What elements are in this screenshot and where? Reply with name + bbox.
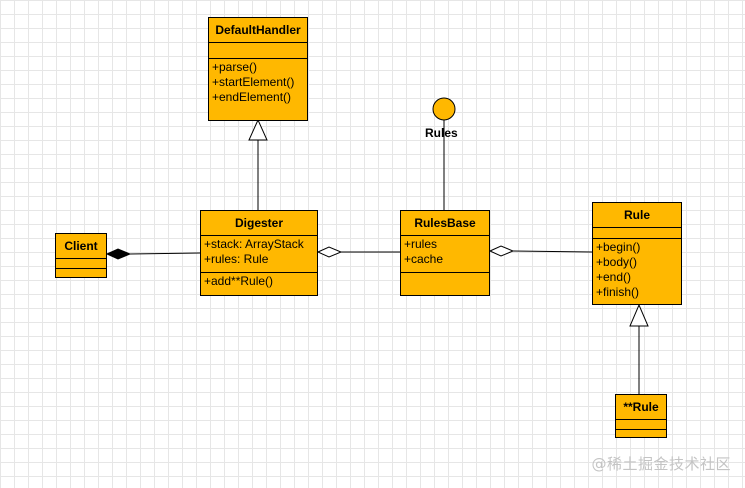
attributes-section <box>593 227 681 238</box>
methods-section <box>401 272 489 295</box>
class-name: **Rule <box>623 400 659 414</box>
attributes-section <box>56 258 106 268</box>
class-rulesbase[interactable]: RulesBase +rules +cache <box>400 210 490 296</box>
methods-section: +parse() +startElement() +endElement() <box>209 58 307 106</box>
class-client[interactable]: Client <box>55 233 107 278</box>
attribute: +rules: Rule <box>204 252 269 266</box>
method: +startElement() <box>212 75 295 89</box>
method: +parse() <box>212 60 258 74</box>
method: +add**Rule() <box>204 274 274 288</box>
attribute: +cache <box>404 252 444 266</box>
class-name: Client <box>64 239 98 253</box>
interface-label-rules: Rules <box>425 126 458 140</box>
methods-section: +begin() +body() +end() +finish() <box>593 238 681 301</box>
class-name: Digester <box>234 216 284 230</box>
starrule-generalization-arrow <box>629 303 649 327</box>
client-composition-diamond <box>105 248 132 260</box>
class-defaulthandler[interactable]: DefaultHandler +parse() +startElement() … <box>208 17 308 121</box>
method: +begin() <box>596 240 641 254</box>
class-name: Rule <box>623 208 650 222</box>
attributes-section: +rules +cache <box>401 235 489 272</box>
method: +endElement() <box>212 90 292 104</box>
watermark-text: @稀土掘金技术社区 <box>591 455 731 473</box>
digester-generalization-arrow <box>248 118 268 141</box>
attributes-section <box>616 419 666 429</box>
attributes-section: +stack: ArrayStack +rules: Rule <box>201 235 317 272</box>
class-name: DefaultHandler <box>215 23 301 37</box>
rulesbase-rule-line <box>512 250 593 253</box>
method: +finish() <box>596 285 640 299</box>
attributes-section <box>209 42 307 58</box>
methods-section: +add**Rule() <box>201 272 317 290</box>
class-digester[interactable]: Digester +stack: ArrayStack +rules: Rule… <box>200 210 318 296</box>
attribute: +stack: ArrayStack <box>204 237 304 251</box>
digester-aggregation-diamond <box>316 246 343 258</box>
rulesbase-aggregation-diamond <box>488 245 515 257</box>
methods-section <box>56 268 106 277</box>
method: +end() <box>596 270 632 284</box>
rules-interface-circle[interactable] <box>432 97 456 121</box>
class-name: RulesBase <box>414 216 476 230</box>
method: +body() <box>596 255 638 269</box>
class-rule[interactable]: Rule +begin() +body() +end() +finish() <box>592 202 682 305</box>
client-digester-line <box>129 252 201 255</box>
methods-section <box>616 429 666 437</box>
class-star-rule[interactable]: **Rule <box>615 394 667 438</box>
attribute: +rules <box>404 237 438 251</box>
